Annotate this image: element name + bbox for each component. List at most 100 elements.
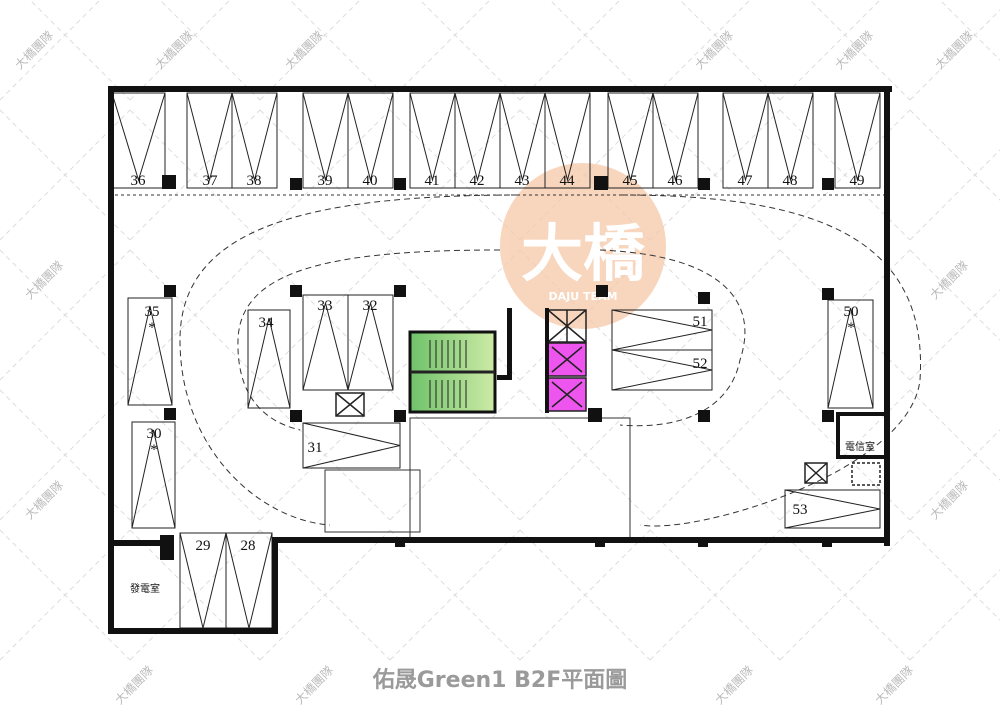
wall-segment [108,540,163,546]
wall-segment [108,86,892,92]
slot-number: 51 [693,314,708,330]
wall-segment [836,412,886,416]
slot-number: 33 [318,298,333,314]
svg-text:電信室: 電信室 [845,440,875,453]
driving-lanes [115,194,922,527]
slot-number: 37 [203,173,219,189]
wall-segment [290,285,302,297]
slot-mark: * [150,442,158,458]
parking-slot-39: 39 [302,92,349,189]
wall-segment [290,178,302,190]
parking-slot-43: 43 [499,92,546,189]
wall-segment [507,308,512,378]
wall-segment [394,410,406,422]
slot-number: 53 [793,502,808,518]
parking-slot-47: 47 [722,92,769,189]
slot-number: 43 [515,173,530,189]
wall-segment [595,537,605,547]
stairwell [408,330,497,414]
slot-number: 38 [247,173,262,189]
parking-slot-41: 41 [409,92,456,189]
slot-number: 28 [241,538,256,554]
slot-number: 34 [259,315,275,331]
slot-number: 41 [425,173,440,189]
parking-slot-46: 46 [652,92,699,189]
parking-slot-40: 40 [347,92,394,189]
slot-number: 36 [131,173,147,189]
parking-slot-34: 34 [247,309,291,409]
parking-slot-52: 52 [611,349,713,391]
slot-number: 30 [147,426,162,442]
wall-segment [836,412,840,457]
watermark-text: 大橋團隊 [927,258,972,303]
watermark-text: 大橋團隊 [22,258,67,303]
wall-segment [698,178,710,190]
slot-number: 39 [318,173,333,189]
wall-segment [822,178,834,190]
parking-slot-33: 33 [302,294,349,391]
watermark-text: 大橋團隊 [832,28,877,73]
wall-segment [108,86,114,634]
watermark-text: 大橋團隊 [282,28,327,73]
wall-segment [164,285,176,297]
parking-slot-32: 32 [347,294,394,391]
wall-segment [394,178,406,190]
parking-slot-42: 42 [454,92,501,189]
wall-segment [395,537,405,547]
parking-slot-51: 51 [611,309,713,351]
parking-slot-29: 29 [179,532,227,629]
slot-number: 48 [783,173,798,189]
wall-segment [272,537,890,543]
slot-number: 50 [844,304,859,320]
watermark-text: 大橋團隊 [932,28,977,73]
wall-segment [698,537,708,547]
slot-number: 44 [560,173,576,189]
slot-mark: * [148,320,156,336]
parking-slot-38: 38 [231,92,278,189]
wall-segment [588,408,602,422]
svg-text:發電室: 發電室 [130,582,160,595]
wall-segment [822,537,832,547]
slot-number: 46 [668,173,684,189]
parking-slot-45: 45 [607,92,654,189]
parking-slot-44: 44 [544,92,591,189]
wall-segment [162,175,176,189]
parking-slot-31: 31 [302,422,401,469]
room-left: 發電室 [130,582,160,595]
watermark-text: 大橋團隊 [12,28,57,73]
wall-segment [164,408,176,420]
slot-number: 49 [850,173,865,189]
room-right: 電信室 [845,440,875,453]
wall-segment [108,628,278,634]
slot-number: 35 [145,304,160,320]
wall-segment [596,285,608,297]
wall-segment [822,410,834,422]
wall-segment [884,86,890,546]
slot-number: 52 [693,356,708,372]
wall-segment [594,176,608,190]
slot-number: 47 [738,173,754,189]
ramp [324,417,631,541]
slot-number: 42 [470,173,485,189]
parking-slot-36: 36 [111,92,166,189]
slot-number: 31 [308,440,323,456]
wall-segment [497,375,512,380]
slot-number: 40 [363,173,378,189]
slot-mark: * [847,320,855,336]
parking-slot-28: 28 [225,532,273,629]
wall-segment [290,410,302,422]
wall-segment [836,455,886,459]
wall-segment [272,537,278,634]
parking-slot-50: 50* [827,299,874,409]
slot-number: 45 [623,173,638,189]
slot-number: 29 [196,538,211,554]
parking-slot-30: 30* [131,421,176,529]
parking-slot-48: 48 [767,92,814,189]
wall-segment [822,288,834,300]
svg-text:大橋: 大橋 [521,217,646,290]
wall-segment [160,535,174,560]
plan-title: 佑晟Green1 B2F平面圖 [372,668,628,693]
watermark-text: 大橋團隊 [152,28,197,73]
wall-segment [698,292,710,304]
